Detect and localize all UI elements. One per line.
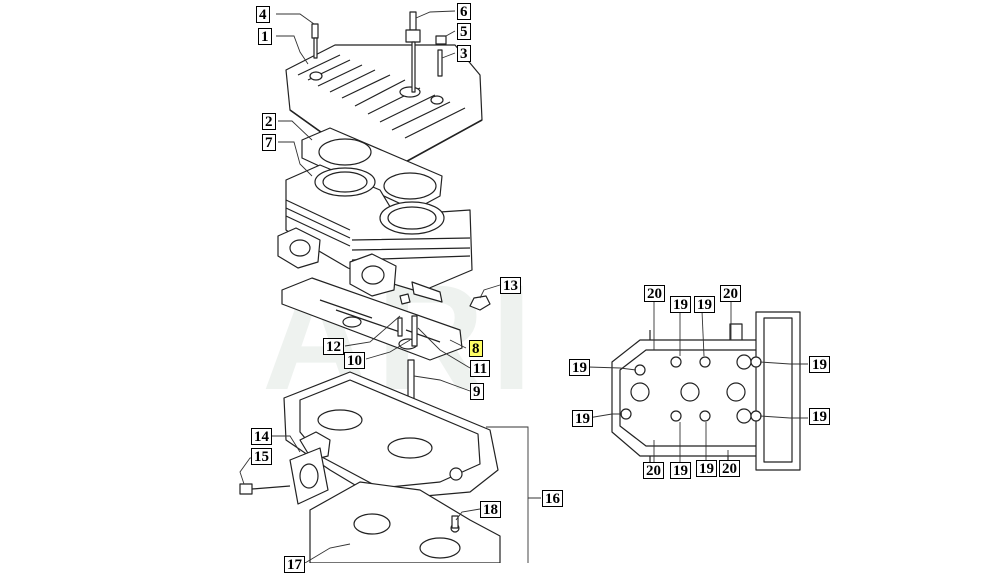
crankcase-face-view: [611, 311, 801, 471]
callout-14[interactable]: 14: [251, 428, 272, 445]
callout-11[interactable]: 11: [470, 360, 491, 377]
callout-20-bottom-left[interactable]: 20: [643, 462, 664, 479]
callout-13[interactable]: 13: [500, 277, 521, 294]
callout-20-bottom-right[interactable]: 20: [719, 460, 740, 477]
callout-3[interactable]: 3: [457, 45, 471, 62]
callout-19-left-a[interactable]: 19: [569, 359, 590, 376]
callout-12[interactable]: 12: [323, 338, 344, 355]
callout-19-top-a[interactable]: 19: [670, 296, 691, 313]
leader-lines: [239, 10, 808, 563]
callout-20-top-right[interactable]: 20: [720, 285, 741, 302]
callout-17[interactable]: 17: [284, 556, 305, 573]
callout-6[interactable]: 6: [457, 3, 471, 20]
cylinders: [277, 164, 473, 297]
crankcase-lower: [309, 481, 501, 563]
callout-4[interactable]: 4: [256, 6, 270, 23]
intake-flange: [239, 447, 329, 505]
callout-1[interactable]: 1: [258, 28, 272, 45]
callout-19-bottom-a[interactable]: 19: [670, 462, 691, 479]
callout-19-left-b[interactable]: 19: [572, 410, 593, 427]
callout-7[interactable]: 7: [262, 134, 276, 151]
head-gasket: [301, 127, 443, 211]
callout-18[interactable]: 18: [480, 501, 501, 518]
callout-8-selected[interactable]: 8: [469, 340, 483, 357]
callout-2[interactable]: 2: [262, 113, 276, 130]
callout-5[interactable]: 5: [457, 23, 471, 40]
callout-15[interactable]: 15: [251, 448, 272, 465]
callout-10[interactable]: 10: [344, 352, 365, 369]
callout-19-right-b[interactable]: 19: [809, 408, 830, 425]
callout-9[interactable]: 9: [470, 383, 484, 400]
callout-19-top-b[interactable]: 19: [694, 296, 715, 313]
callout-19-bottom-b[interactable]: 19: [696, 460, 717, 477]
callout-20-top-left[interactable]: 20: [644, 285, 665, 302]
crankcase-upper: [283, 371, 499, 501]
callout-19-right-a[interactable]: 19: [809, 356, 830, 373]
callout-16[interactable]: 16: [542, 490, 563, 507]
